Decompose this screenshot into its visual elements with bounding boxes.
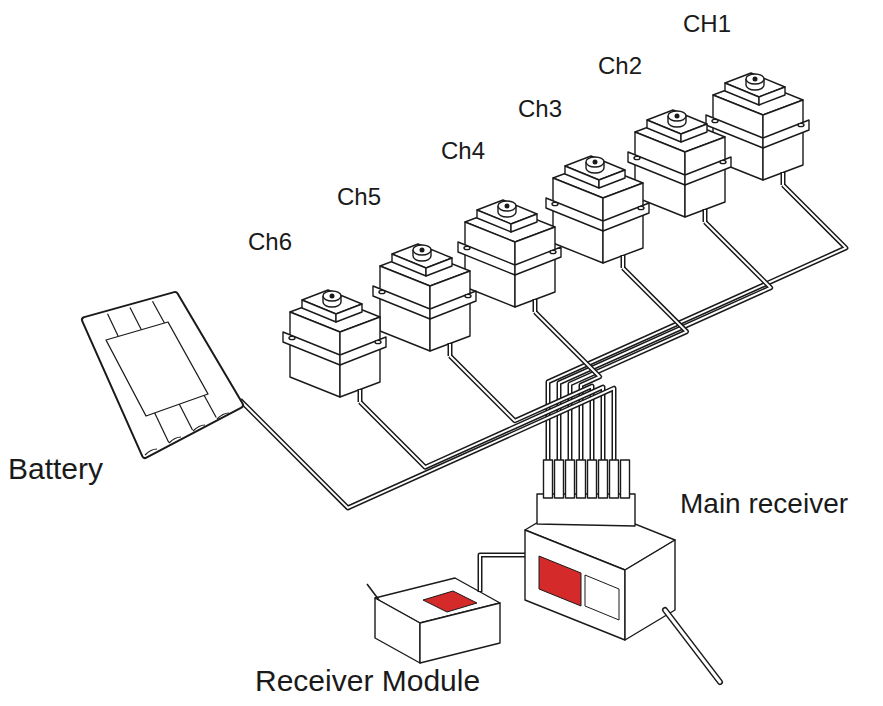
cable-outline xyxy=(360,387,603,467)
module-front xyxy=(375,598,420,663)
module-lead xyxy=(479,578,481,591)
part-label: Ch3 xyxy=(518,95,562,123)
receiver-module-body xyxy=(367,578,500,663)
cable-core xyxy=(360,387,603,467)
module-side xyxy=(420,603,500,663)
cable-outline xyxy=(480,555,525,578)
servo-cable xyxy=(360,387,603,467)
part-label: Receiver Module xyxy=(255,664,480,699)
battery-window xyxy=(106,322,208,416)
servo xyxy=(373,244,476,356)
servo-plug xyxy=(555,460,564,498)
module-sticker xyxy=(423,591,477,612)
receiver-sticker xyxy=(539,556,581,606)
servo-plug xyxy=(544,460,553,498)
servo-plug xyxy=(621,460,630,498)
receiver-front xyxy=(525,530,625,640)
part-label: Ch2 xyxy=(598,52,642,80)
module-lead xyxy=(478,578,483,592)
part-label: Ch5 xyxy=(337,183,381,211)
servo-plug xyxy=(577,460,586,498)
battery-pack xyxy=(85,295,240,455)
servo-plug xyxy=(588,460,597,498)
battery-outline xyxy=(85,295,240,455)
servo-cable xyxy=(240,388,614,508)
part-label: CH1 xyxy=(683,10,731,38)
receiver-side xyxy=(625,540,675,640)
connector-housing xyxy=(537,494,635,526)
part-label: Main receiver xyxy=(680,488,848,520)
part-label: Ch6 xyxy=(248,228,292,256)
servo xyxy=(283,290,386,402)
module-antenna xyxy=(367,584,379,600)
servo-cable xyxy=(480,555,525,578)
servo-plug xyxy=(610,460,619,498)
servo-channel: Ch6 xyxy=(248,228,385,402)
antenna xyxy=(665,610,720,682)
servo-plug xyxy=(599,460,608,498)
servo-channel: Ch3 xyxy=(518,95,648,268)
cable-core xyxy=(240,388,614,508)
servo-channel: Ch2 xyxy=(598,52,730,222)
antenna xyxy=(665,610,720,682)
part-label: Battery xyxy=(8,452,103,487)
battery-outline xyxy=(85,295,240,455)
servo-channel: Ch4 xyxy=(441,137,560,312)
cable-outline xyxy=(240,388,614,508)
servo-channel: CH1 xyxy=(683,10,808,185)
battery: Battery xyxy=(8,292,240,489)
cell-end xyxy=(145,413,229,455)
servo-channel: Ch5 xyxy=(337,183,475,356)
receiver-module: Receiver Module xyxy=(255,578,520,701)
cable-core xyxy=(480,555,525,578)
servo-plug xyxy=(566,460,575,498)
main-receiver: Main receiver xyxy=(525,460,875,640)
part-label: Ch4 xyxy=(441,137,485,165)
receiver-sticker xyxy=(585,575,619,620)
